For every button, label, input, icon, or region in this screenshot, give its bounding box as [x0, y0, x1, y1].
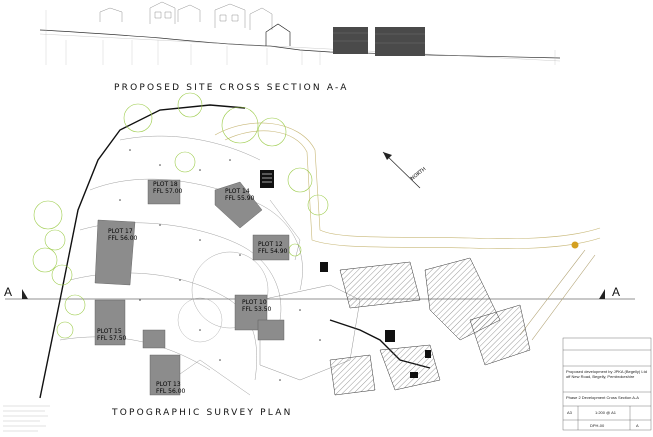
plot-name: PLOT 15 — [97, 328, 122, 335]
plot-ffl: FFL 56.00 — [108, 235, 138, 242]
plot-name: PLOT 14 — [225, 188, 250, 195]
survey-marker — [571, 241, 579, 249]
plot-ffl: FFL 53.50 — [242, 306, 272, 313]
title-block-size: A3 — [567, 410, 572, 415]
plot-ffl: FFL 54.90 — [258, 248, 288, 255]
trees — [32, 92, 329, 339]
notes-lines — [3, 405, 50, 432]
plot-ffl: FFL 57.50 — [97, 335, 127, 342]
cross-section-drawing — [39, 1, 561, 65]
title-block-revision: A — [636, 423, 639, 428]
title-block-frame — [562, 337, 652, 431]
spot-levels — [119, 149, 321, 381]
section-buildings — [333, 27, 425, 56]
section-mark-right: A — [612, 285, 621, 299]
cross-section-title: PROPOSED SITE CROSS SECTION A-A — [114, 83, 349, 93]
plot-ffl: FFL 57.00 — [153, 188, 183, 195]
plot-name: PLOT 17 — [108, 228, 133, 235]
hatched-existing-buildings — [329, 257, 531, 396]
title-block-project: Proposed development by JPKA (Begelly) L… — [566, 369, 647, 379]
north-arrow — [382, 151, 421, 189]
plot-ffl: FFL 56.00 — [156, 388, 186, 395]
section-mark-left: A — [4, 285, 13, 299]
plot-buildings — [94, 179, 290, 396]
survey-symbols — [260, 170, 431, 378]
title-block-drawing-no: DPH-00 — [590, 423, 605, 428]
plot-ffl: FFL 55.90 — [225, 195, 255, 202]
plot-name: PLOT 10 — [242, 299, 267, 306]
section-line-a-a — [5, 289, 635, 300]
road-outline — [214, 122, 601, 341]
title-block-scale: 1:200 @ A1 — [595, 410, 616, 415]
plot-name: PLOT 13 — [156, 381, 181, 388]
plot-name: PLOT 18 — [153, 181, 178, 188]
title-block-drawing: Phase 2 Development Cross Section A-A — [566, 395, 639, 400]
survey-plan-title: TOPOGRAPHIC SURVEY PLAN — [112, 408, 293, 418]
plot-name: PLOT 12 — [258, 241, 283, 248]
